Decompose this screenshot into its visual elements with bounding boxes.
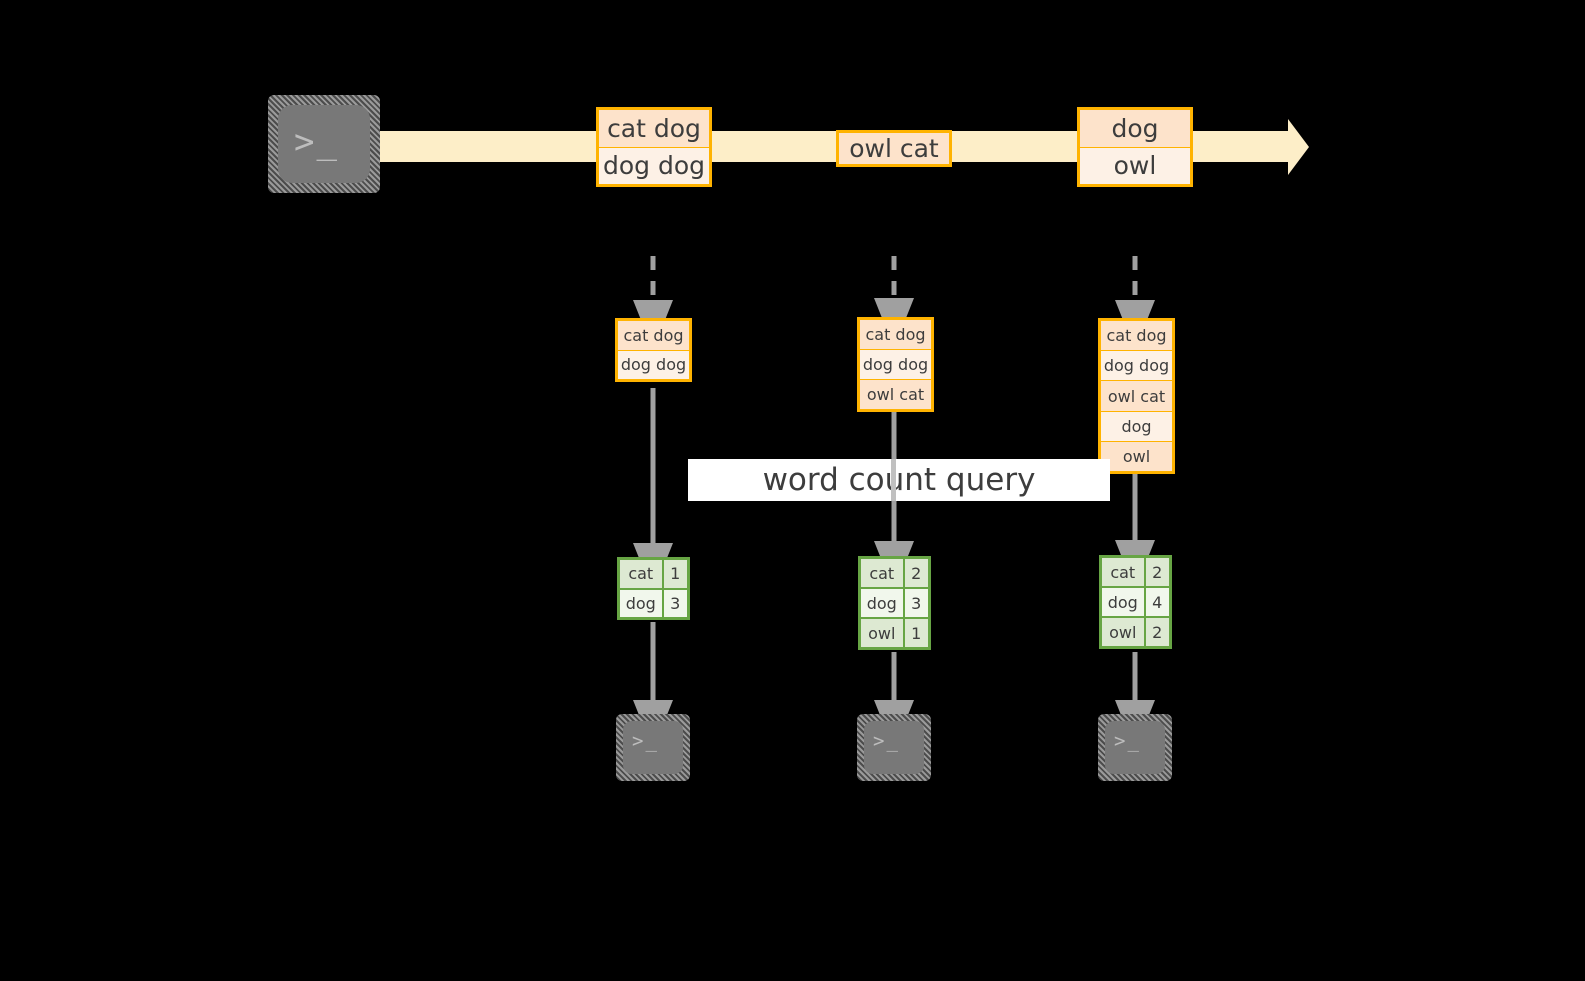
snapshot-line: owl cat [1101, 380, 1172, 411]
query-label-text: word count query [762, 462, 1036, 498]
table-row: dog 3 [861, 587, 928, 617]
result-word: cat [869, 563, 895, 583]
stream-record-line: dog [1080, 110, 1190, 147]
terminal-prompt-glyph: >_ [632, 730, 659, 752]
result-count: 2 [902, 559, 928, 587]
result-word: dog [625, 593, 656, 613]
result-count: 1 [902, 619, 928, 647]
result-word: cat [628, 564, 654, 584]
stream-record-line: dog dog [599, 146, 709, 184]
result-count: 4 [1143, 588, 1169, 616]
table-row: owl 1 [861, 617, 928, 647]
result-word: owl [1109, 622, 1137, 642]
result-word: owl [868, 623, 896, 643]
snapshot-line: dog dog [860, 349, 931, 379]
result-word: dog [1107, 592, 1138, 612]
sink-terminal-icon-3[interactable]: >_ [1098, 714, 1172, 781]
result-word: dog [866, 593, 897, 613]
table-row: dog 3 [620, 587, 687, 617]
stream-record-line: owl [1080, 146, 1190, 184]
table-row: dog 4 [1102, 586, 1169, 616]
stream-record-3[interactable]: dog owl [1077, 107, 1193, 187]
terminal-prompt-glyph: >_ [1114, 730, 1141, 752]
table-row: cat 2 [861, 559, 928, 587]
result-table-3[interactable]: cat 2 dog 4 owl 2 [1099, 555, 1172, 649]
result-count: 3 [902, 589, 928, 617]
terminal-prompt-glyph: >_ [873, 730, 900, 752]
result-count: 3 [661, 589, 687, 617]
table-row: cat 1 [620, 560, 687, 588]
result-word: cat [1110, 562, 1136, 582]
result-count: 2 [1143, 618, 1169, 646]
input-snapshot-1[interactable]: cat dog dog dog [615, 318, 692, 382]
source-terminal-icon[interactable]: >_ [268, 95, 380, 193]
terminal-prompt-glyph: >_ [294, 122, 339, 162]
stream-record-1[interactable]: cat dog dog dog [596, 107, 712, 187]
snapshot-line: owl cat [860, 379, 931, 409]
terminal-screen: >_ [1105, 721, 1165, 774]
result-table-1[interactable]: cat 1 dog 3 [617, 557, 690, 620]
result-count: 2 [1143, 558, 1169, 586]
snapshot-line: dog dog [618, 349, 689, 379]
snapshot-line: cat dog [618, 321, 689, 350]
stream-record-2[interactable]: owl cat [836, 130, 952, 167]
snapshot-line: dog dog [1101, 350, 1172, 381]
terminal-screen: >_ [278, 105, 370, 183]
table-row: owl 2 [1102, 616, 1169, 646]
query-label: word count query [688, 459, 1110, 501]
input-snapshot-2[interactable]: cat dog dog dog owl cat [857, 317, 934, 412]
stream-record-line: cat dog [599, 110, 709, 147]
snapshot-line: cat dog [860, 320, 931, 349]
snapshot-line: owl [1101, 440, 1172, 472]
stream-record-line: owl cat [839, 133, 949, 164]
sink-terminal-icon-1[interactable]: >_ [616, 714, 690, 781]
terminal-screen: >_ [864, 721, 924, 774]
table-row: cat 2 [1102, 558, 1169, 586]
query-arrow-2-overlay [891, 459, 896, 501]
snapshot-line: cat dog [1101, 321, 1172, 351]
input-snapshot-3[interactable]: cat dog dog dog owl cat dog owl [1098, 318, 1175, 474]
sink-terminal-icon-2[interactable]: >_ [857, 714, 931, 781]
result-count: 1 [661, 560, 687, 588]
terminal-screen: >_ [623, 721, 683, 774]
snapshot-line: dog [1101, 410, 1172, 441]
result-table-2[interactable]: cat 2 dog 3 owl 1 [858, 556, 931, 650]
